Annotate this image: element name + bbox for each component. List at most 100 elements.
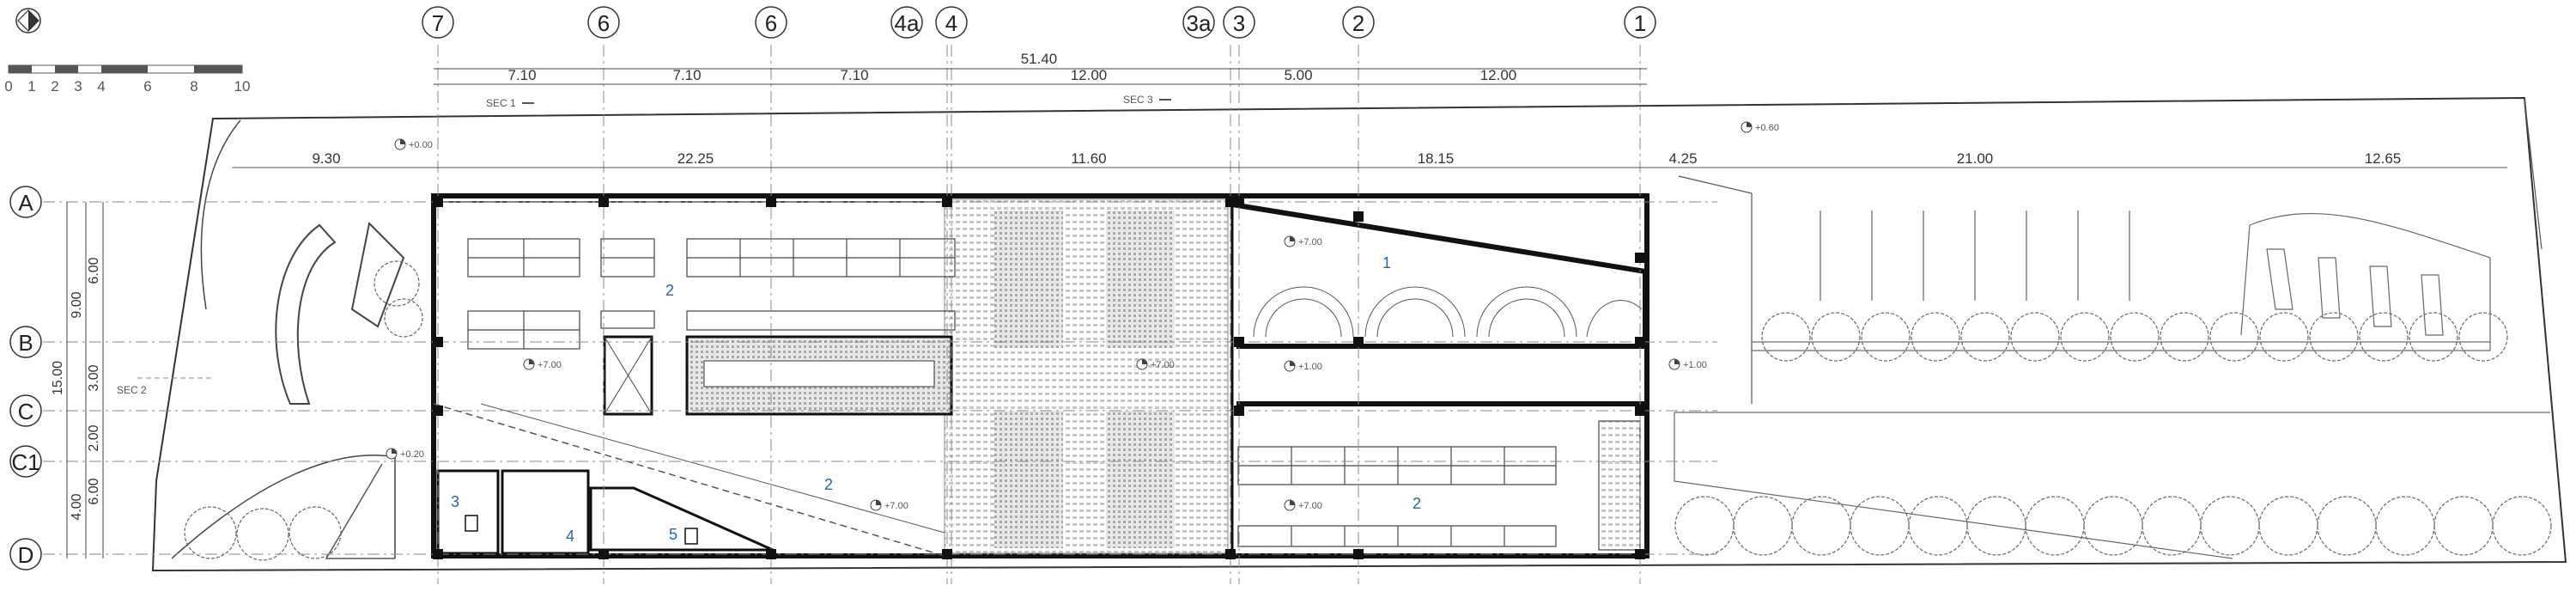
- span-dim-2: 7.10: [672, 67, 701, 83]
- structural-column: [433, 337, 443, 347]
- grid-col-label: 1: [1634, 10, 1646, 36]
- landscape-curve: [171, 221, 405, 559]
- tree: [384, 298, 423, 338]
- level-7: +0.60: [1755, 123, 1779, 133]
- grid-bubble-col: [890, 6, 923, 39]
- level-5: +1.00: [1298, 362, 1322, 372]
- grid-col-label: 2: [1352, 10, 1364, 36]
- grid-col-label: 4a: [895, 10, 920, 36]
- structural-column: [1225, 197, 1236, 207]
- grid-bubble-col: [1624, 6, 1656, 39]
- structural-column: [433, 406, 443, 416]
- level-1: +7.00: [538, 360, 562, 370]
- room-number-2: 2: [665, 282, 674, 299]
- level-6: +7.00: [1298, 501, 1322, 511]
- room-number-2: 2: [1413, 495, 1421, 512]
- tree: [2409, 312, 2458, 362]
- structural-column: [1353, 211, 1364, 222]
- grid-row-label: D: [18, 542, 34, 568]
- grid-bubble-col: [1223, 6, 1255, 39]
- scale-label: 3: [74, 78, 82, 95]
- left-dim-inner-1: 6.00: [87, 257, 101, 284]
- ramp: [433, 403, 945, 557]
- span-dim-1: 7.10: [507, 67, 536, 83]
- structural-column: [1353, 549, 1364, 559]
- left-dim-inner-3: 2.00: [87, 424, 101, 451]
- grid-bubble-col: [935, 6, 968, 39]
- tree: [2142, 496, 2202, 556]
- section-marker-3: SEC 3: [1123, 94, 1153, 106]
- structural-column: [766, 549, 776, 559]
- service-rooms: [436, 469, 774, 555]
- span-dim-4: 12.00: [1071, 67, 1108, 83]
- site-boundary: [151, 96, 2567, 572]
- stair-core: [603, 335, 953, 416]
- grid-col-label: 3: [1233, 10, 1245, 36]
- tree: [289, 506, 342, 559]
- site-dim-7: 12.65: [2365, 150, 2402, 167]
- grid-bubble-col: [755, 6, 787, 39]
- overall-dimension: 51.40: [1021, 51, 1058, 67]
- grid-bubble-col: [1182, 6, 1215, 39]
- site-dim-1: 9.30: [312, 150, 340, 167]
- level-0: +0.00: [409, 140, 433, 150]
- north-arrow-icon: [15, 8, 41, 34]
- grid-col-label: 3a: [1187, 10, 1212, 36]
- level-2: +7.00: [1298, 237, 1322, 247]
- grid-row-label: B: [18, 330, 33, 356]
- level-8: +1.00: [1683, 360, 1707, 370]
- grid-bubble-row: [9, 186, 42, 218]
- structural-column: [1234, 406, 1244, 416]
- tree: [2259, 312, 2309, 362]
- structural-column: [598, 549, 609, 559]
- scale-label: 8: [190, 78, 197, 95]
- desks-left: [467, 238, 956, 350]
- tree: [2110, 312, 2160, 362]
- grid-col-label: 7: [432, 10, 444, 36]
- tree: [2317, 496, 2377, 556]
- room-number-5: 5: [669, 526, 677, 543]
- grid-bubble-col: [422, 6, 454, 39]
- room-number-3: 3: [451, 493, 459, 510]
- grid-row-label: C1: [11, 449, 39, 475]
- tree: [2375, 496, 2435, 556]
- structural-column: [1225, 549, 1236, 559]
- left-dim-mid-2: 4.00: [70, 493, 84, 520]
- room-number-1: 1: [1382, 254, 1391, 272]
- desks-right: [1237, 420, 1641, 551]
- scale-label: 10: [234, 78, 251, 95]
- site-dim-3: 11.60: [1071, 150, 1106, 167]
- grid-bubble-row: [9, 394, 42, 427]
- structural-column: [1635, 253, 1645, 263]
- room-number-4: 4: [566, 528, 574, 545]
- tree: [184, 506, 237, 559]
- tree: [236, 508, 289, 561]
- structural-column: [598, 197, 609, 207]
- tree: [1674, 496, 1735, 556]
- scale-label: 0: [4, 78, 12, 95]
- section-marker-1: SEC 1: [486, 97, 516, 109]
- tree: [2025, 496, 2085, 556]
- tree: [2200, 496, 2260, 556]
- grid-bubble-row: [9, 326, 42, 358]
- structural-column: [1635, 337, 1645, 347]
- grid-col-label: 6: [765, 10, 777, 36]
- site-dim-6: 21.00: [1957, 150, 1994, 167]
- left-dimensions: [66, 202, 104, 558]
- level-9: +0.20: [400, 449, 424, 460]
- level-4: +7.00: [884, 501, 908, 511]
- tree: [1791, 496, 1851, 556]
- grid-bubble-col: [1342, 6, 1375, 39]
- level-markers: [386, 121, 1753, 511]
- tree: [2010, 312, 2060, 362]
- structural-column: [942, 197, 952, 207]
- structural-column: [1234, 197, 1244, 207]
- structural-column: [1635, 406, 1645, 416]
- tree: [2060, 312, 2110, 362]
- room-number-2: 2: [824, 476, 833, 493]
- grid-bubble-row: [9, 445, 42, 478]
- structural-column: [1234, 337, 1244, 347]
